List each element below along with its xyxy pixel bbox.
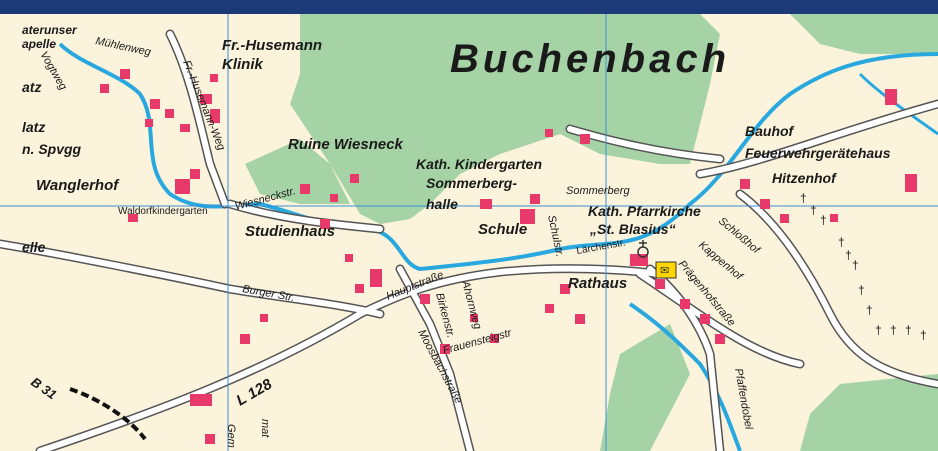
street-sommerberg: Sommerberg	[566, 185, 630, 197]
street-mat: mat	[259, 419, 271, 438]
label-ruine-wiesneck: Ruine Wiesneck	[288, 136, 404, 153]
svg-text:†: †	[852, 258, 859, 272]
label-pfarrkirche: Kath. Pfarrkirche	[588, 203, 701, 219]
label-wanglerhof: Wanglerhof	[36, 177, 120, 194]
svg-text:†: †	[800, 191, 807, 205]
svg-text:†: †	[845, 248, 852, 262]
street-gem: Gem	[225, 424, 237, 448]
svg-text:†: †	[866, 303, 873, 317]
label-studienhaus: Studienhaus	[245, 223, 335, 240]
label-platz: latz	[22, 119, 45, 135]
map-svg[interactable]: ††† ††† ††† ††† ✉ Buchenbach Fr.-Huseman…	[0, 14, 938, 451]
town-name: Buchenbach	[450, 37, 730, 81]
svg-text:†: †	[920, 328, 927, 342]
svg-text:†: †	[905, 323, 912, 337]
railway	[69, 387, 147, 441]
svg-text:✉: ✉	[660, 265, 669, 277]
svg-text:†: †	[875, 323, 882, 337]
label-spvgg: n. Spvgg	[22, 141, 82, 157]
label-atz: atz	[22, 79, 41, 95]
svg-text:†: †	[838, 235, 845, 249]
svg-text:†: †	[820, 213, 827, 227]
label-waldorfkindergarten: Waldorfkindergarten	[118, 206, 208, 217]
forest-top-right	[790, 14, 938, 54]
label-rathaus: Rathaus	[568, 275, 627, 292]
label-hitzenhof: Hitzenhof	[772, 170, 837, 186]
forest-bottom-right	[800, 374, 938, 451]
label-kindergarten: Kath. Kindergarten	[416, 156, 542, 172]
buildings	[100, 69, 917, 444]
cemetery-cross-icon: ††† ††† ††† †††	[800, 191, 927, 342]
label-husemann-klinik-2: Klinik	[222, 56, 263, 73]
label-kapelle: aterunser	[22, 23, 78, 37]
church-icon[interactable]	[637, 240, 649, 258]
river-tributary	[628, 302, 742, 451]
label-feuerwehr: Feuerwehrgerätehaus	[745, 145, 891, 161]
label-pfarrkirche-2: „St. Blasius“	[589, 221, 676, 237]
label-bauhof: Bauhof	[745, 123, 795, 139]
label-sommerberghalle-2: halle	[426, 196, 458, 212]
label-husemann-klinik: Fr.-Husemann	[222, 37, 322, 54]
post-office-icon[interactable]: ✉	[655, 261, 677, 279]
river-main	[58, 42, 938, 272]
svg-text:†: †	[858, 283, 865, 297]
label-kapelle-2: apelle	[22, 37, 56, 51]
label-elle: elle	[22, 239, 46, 255]
svg-text:†: †	[810, 203, 817, 217]
map-canvas[interactable]: ††† ††† ††† ††† ✉ Buchenbach Fr.-Huseman…	[0, 14, 938, 451]
label-sommerberghalle: Sommerberg-	[426, 175, 517, 191]
label-schule: Schule	[478, 221, 527, 238]
forest-buchenbach	[290, 14, 720, 224]
forest-bottom-mid	[600, 324, 690, 451]
grid-lines	[0, 14, 938, 451]
svg-text:†: †	[890, 323, 897, 337]
forest-top-left	[245, 139, 350, 204]
